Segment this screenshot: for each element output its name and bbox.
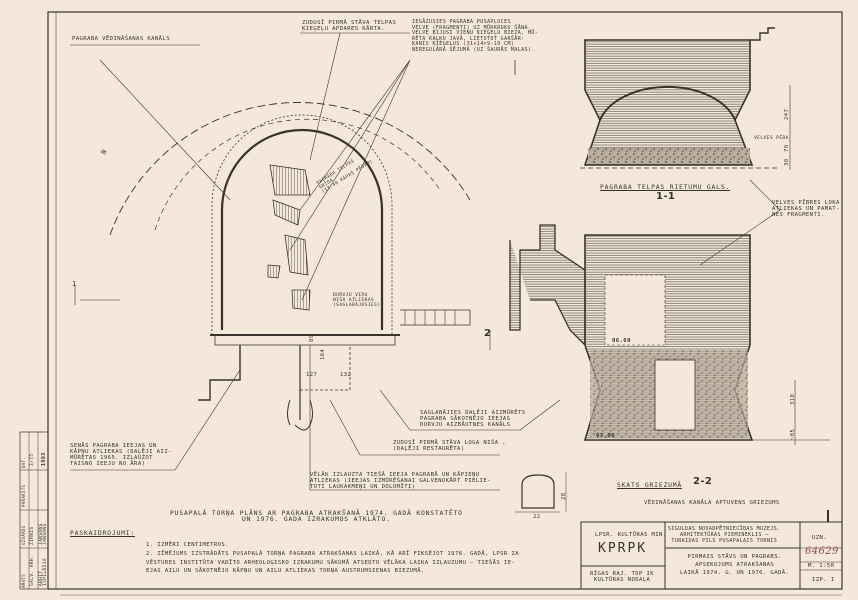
channel-width: 22 — [533, 514, 541, 520]
tb-uzn-label: UZN. — [812, 535, 828, 541]
note-item: 2. ZĪMĒJUMS IZSTRĀDĀTS PUSAPALĀ TORŅA PA… — [146, 551, 520, 574]
tb-sheet: IZP. I — [812, 577, 835, 583]
stamp-role: PARAKSTS — [21, 484, 26, 507]
tb-sheet-title: PIRMAIS STĀVS UN PAGRABS. APSEKOJUMS ATR… — [680, 554, 790, 576]
label-lost-window-niche: ZUDUSĪ PIRMĀ STĀVA LOGA NIŠA , (DAĻĒJI R… — [393, 440, 507, 452]
section1-dim: 30 — [784, 158, 790, 166]
tb-dept: RĪGAS RAJ. TDP IK KULTŪRAS NODAĻA — [590, 571, 655, 583]
plan-caption: PUSAPALĀ TORŅA PLĀNS AR PAGRABA ATRAKŠAN… — [170, 509, 463, 523]
section2-caption: SKATS GRIEZUMĀ — [617, 481, 683, 489]
label-old-entrance: SENĀS PAGRABA IEEJAS UN KĀPŅU ATLIEKAS (… — [70, 443, 172, 467]
sheet-frame — [47, 11, 843, 590]
section-mark-2: 2 — [484, 328, 492, 339]
stamp-role: AMATS — [21, 573, 26, 588]
label-vault-fragments: VELVES PĪBRES LOKA ATLIEKAS UN PAMAT- NE… — [772, 200, 840, 218]
stamp-cell: GALV. ARH. — [30, 554, 35, 586]
plan-dim: 127 — [306, 372, 318, 378]
level-top: 96.60 — [612, 338, 631, 344]
plan-dim: 132 — [340, 372, 352, 378]
tb-project: SIGULDAS NOVADPĒTNIECĪBAS MUZEJS. ARHITE… — [668, 526, 781, 544]
tb-org: KPRPK — [598, 541, 648, 556]
level-bottom: 93.00 — [596, 433, 615, 439]
channel-caption: VĒDINĀŠANAS KANĀLA APTUVENS GRIEZUMS — [644, 500, 780, 506]
section1-id: 1-1 — [656, 191, 676, 202]
label-ventilation-channel: PAGRABA VĒDINĀŠANAS KANĀLS — [72, 36, 170, 42]
notes-heading: PASKAIDROJUMI: — [70, 529, 136, 537]
tb-scale: M. 1:50 — [808, 563, 835, 569]
stamp-cell: IZPILDĪJA — [43, 558, 48, 586]
section1-caption: PAGRABA TELPAS RIETUMU GALS. — [600, 183, 731, 191]
label-later-entrance: VĒLĀK IZLAUZTA TIEŠĀ IEEJA PAGRABĀ UN KĀ… — [310, 472, 491, 490]
stamp-cell: 3/75 — [30, 453, 35, 466]
plan-dim: 89 — [309, 334, 315, 342]
section1-dim: 247 — [784, 108, 790, 120]
section2-dim: 310 — [790, 393, 796, 405]
channel-height: 28 — [561, 492, 567, 500]
stamp-role: DAT. — [21, 456, 26, 468]
label-lost-first-floor: ZUDUSĪ PIRMĀ STĀVA TELPAS ĶIEĢEĻU APDARE… — [302, 20, 397, 32]
section1-dim: 70 — [784, 144, 790, 152]
tb-ministry: LPSR. KULTŪRAS MIN. — [595, 532, 667, 538]
stamp-cell: JANSONS — [43, 523, 48, 545]
section-mark-1: 1 — [72, 280, 77, 288]
stamp-cell: ZIRNIS — [30, 526, 35, 545]
label-preserved-channel: SAGLABĀJIES DAĻĒJI AIZMŪRĒTS PAGRABA SĀK… — [420, 410, 526, 428]
label-collapsed-vault: IEGĀZUSIES PAGRABA PUSAPLOCES VELVE (FRA… — [412, 19, 539, 53]
tb-uzn-number: 64629 — [805, 546, 839, 557]
section2-dim: ~85 — [790, 428, 796, 440]
label-vault-heel: VELVES PĒDA — [754, 136, 789, 141]
plan-dim: 164 — [320, 348, 326, 360]
note-item: 1. IZMĒRI CENTIMETROS. — [146, 542, 229, 548]
label-door-niche: DURVJU VIRU NIŠA ATLIEKAS (SAGLABĀJUSIES… — [333, 293, 381, 308]
section2-id: 2-2 — [693, 476, 713, 487]
stamp-role: UZVĀRDS — [21, 525, 26, 545]
stamp-cell: 1983 — [41, 452, 47, 466]
